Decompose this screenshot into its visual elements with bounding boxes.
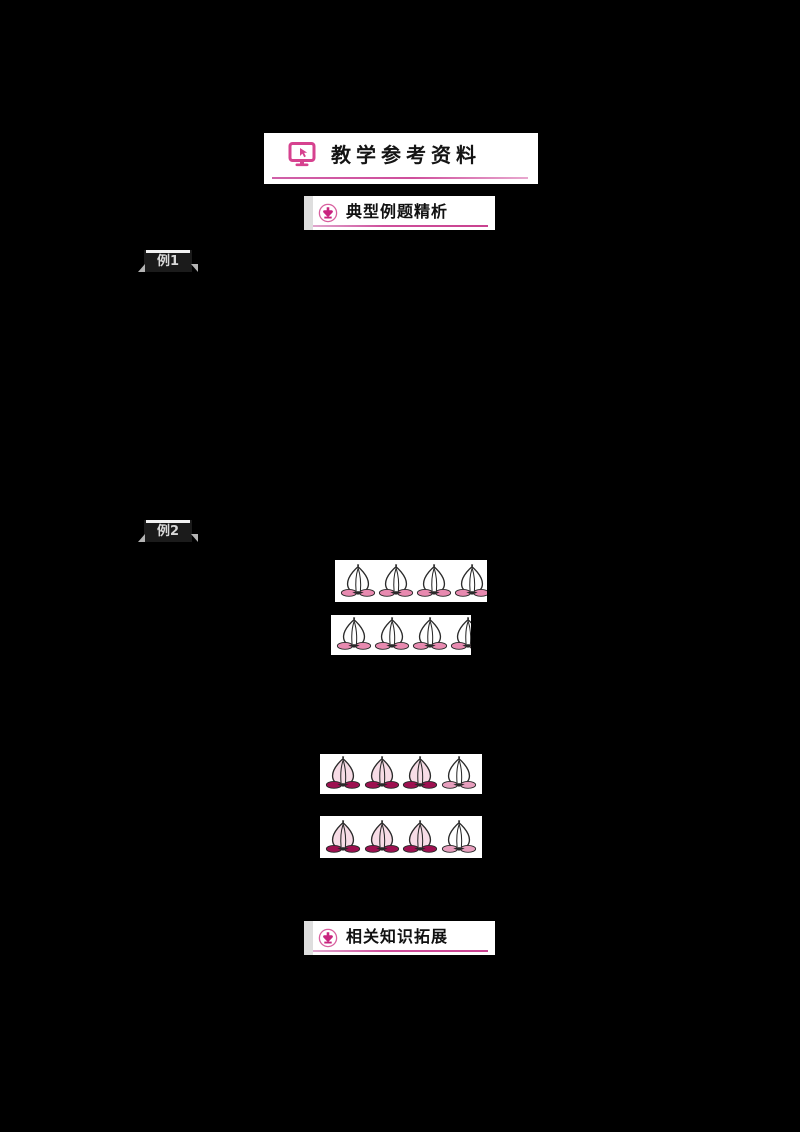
badge-corner-left-icon <box>138 264 145 272</box>
flower-icon <box>453 562 487 600</box>
flower-icon <box>377 562 415 600</box>
flower-icon <box>363 754 401 792</box>
example-badge-label: 例2 <box>156 524 180 539</box>
flower-icon <box>324 754 362 792</box>
download-circle-icon <box>318 928 338 948</box>
download-circle-icon <box>318 203 338 223</box>
flower-row <box>320 816 482 858</box>
section-banner-extend: 相关知识拓展 <box>304 921 495 955</box>
example-badge-2: 例2 <box>138 520 198 542</box>
section-title-extend: 相关知识拓展 <box>346 927 449 946</box>
badge-top-bar <box>146 520 190 523</box>
flower-icon <box>449 615 471 653</box>
main-header-content: 教学参考资料 <box>264 133 538 184</box>
example-badge-label: 例1 <box>156 254 180 269</box>
flower-icon <box>335 615 373 653</box>
flower-icon <box>339 562 377 600</box>
banner-underline <box>313 225 488 227</box>
flower-icon <box>324 818 362 856</box>
badge-corner-left-icon <box>138 534 145 542</box>
flower-icon <box>401 754 439 792</box>
figure-flowers-row-1 <box>335 560 487 602</box>
flower-icon <box>440 818 478 856</box>
flower-row <box>320 754 482 794</box>
badge-corner-right-icon <box>191 534 198 542</box>
badge-top-bar <box>146 250 190 253</box>
flower-icon <box>415 562 453 600</box>
figure-flowers-row-4 <box>320 816 482 858</box>
example-badge-1: 例1 <box>138 250 198 272</box>
banner-underline <box>313 950 488 952</box>
flower-icon <box>411 615 449 653</box>
section-banner-typical: 典型例题精析 <box>304 196 495 230</box>
section-title-typical: 典型例题精析 <box>346 202 449 221</box>
flower-row <box>335 560 487 602</box>
main-header-banner: 教学参考资料 <box>264 133 538 184</box>
header-underline <box>272 177 528 179</box>
page-title: 教学参考资料 <box>331 143 481 167</box>
banner-left-strip <box>304 196 313 230</box>
badge-corner-right-icon <box>191 264 198 272</box>
figure-flowers-row-3 <box>320 754 482 794</box>
flower-row <box>331 615 471 655</box>
flower-icon <box>363 818 401 856</box>
flower-icon <box>440 754 478 792</box>
monitor-cursor-icon <box>288 142 316 168</box>
flower-icon <box>401 818 439 856</box>
banner-left-strip <box>304 921 313 955</box>
figure-flowers-row-2 <box>331 615 471 655</box>
flower-icon <box>373 615 411 653</box>
